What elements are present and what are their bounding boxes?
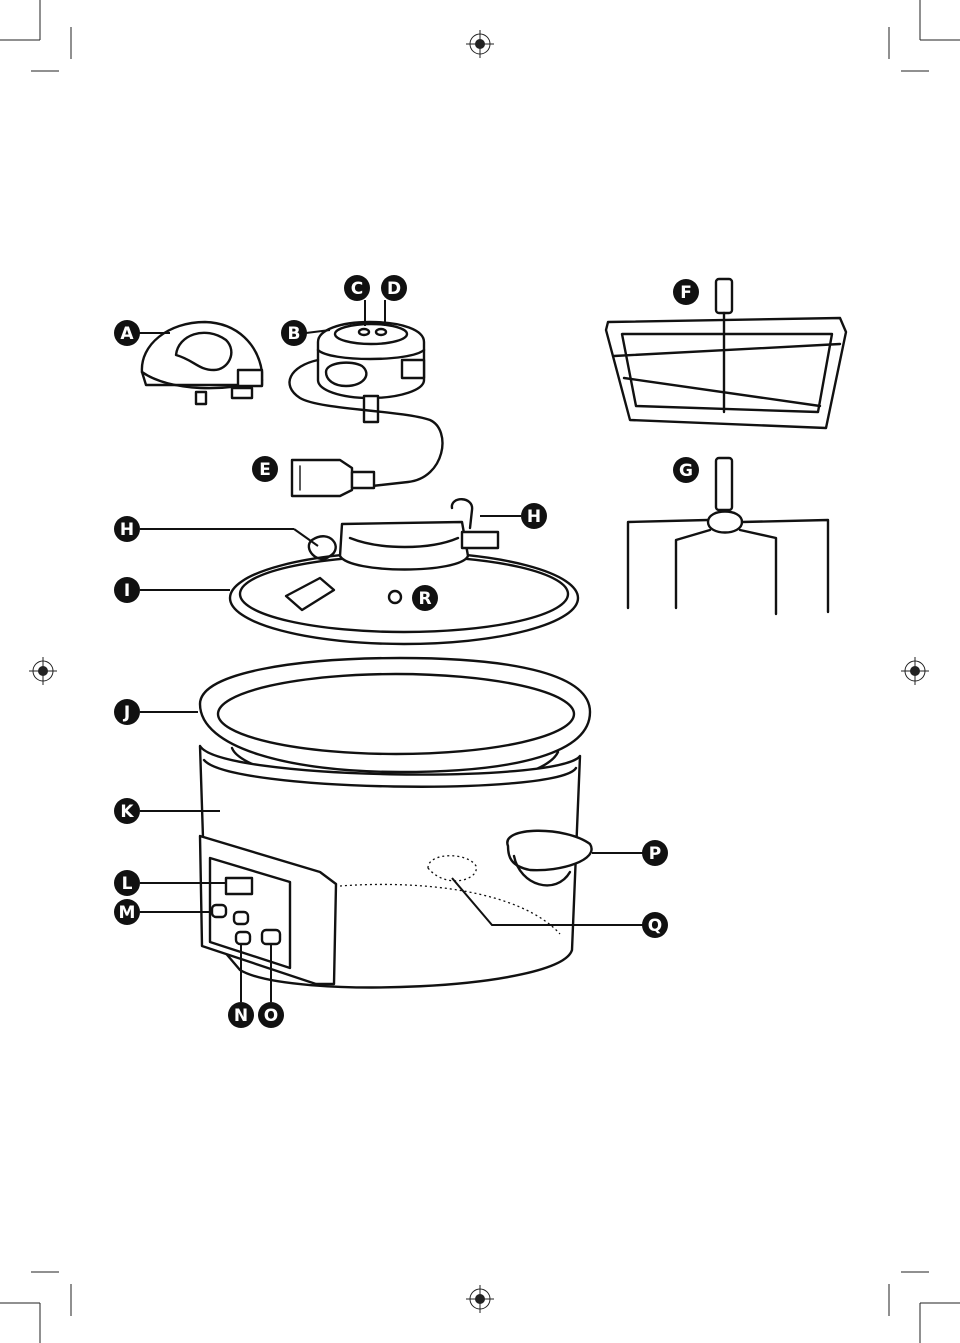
label-r: R — [412, 585, 438, 611]
svg-text:E: E — [259, 460, 271, 480]
registration-mark-bottom — [466, 1285, 494, 1313]
label-e: E — [252, 456, 278, 482]
svg-text:F: F — [680, 283, 692, 303]
cooking-pot-rim-icon — [198, 656, 592, 792]
flat-paddle-stirrer-icon — [604, 277, 848, 430]
registration-mark-left — [29, 657, 57, 685]
leader-lines — [138, 300, 643, 1002]
svg-text:N: N — [234, 1006, 248, 1026]
label-j: J — [114, 699, 140, 725]
svg-text:I: I — [124, 581, 130, 601]
label-k: K — [114, 798, 140, 824]
svg-text:R: R — [418, 589, 431, 609]
label-b: B — [281, 320, 307, 346]
label-l: L — [114, 870, 140, 896]
label-d: D — [381, 275, 407, 301]
label-o: O — [258, 1002, 284, 1028]
svg-text:B: B — [288, 324, 301, 344]
power-plug-icon — [290, 458, 376, 498]
registration-mark-right — [901, 657, 929, 685]
lid-handle-cover-icon — [140, 320, 264, 406]
svg-text:J: J — [123, 703, 130, 723]
label-c: C — [344, 275, 370, 301]
svg-text:P: P — [649, 844, 661, 864]
registration-mark-top — [466, 30, 494, 58]
svg-text:A: A — [120, 324, 134, 344]
svg-text:O: O — [264, 1006, 278, 1026]
fork-stirrer-icon — [626, 456, 830, 616]
svg-text:K: K — [120, 802, 134, 822]
label-h-left: H — [114, 516, 140, 542]
svg-text:M: M — [119, 903, 136, 923]
svg-text:Q: Q — [648, 916, 662, 936]
lid-control-module-icon — [288, 320, 444, 488]
label-a: A — [114, 320, 140, 346]
label-m: M — [114, 899, 140, 925]
svg-text:G: G — [679, 461, 693, 481]
glass-lid-icon — [228, 498, 580, 646]
label-f: F — [673, 279, 699, 305]
label-n: N — [228, 1002, 254, 1028]
side-handle-icon — [506, 829, 593, 887]
label-h-right: H — [521, 503, 547, 529]
svg-text:D: D — [387, 279, 401, 299]
label-g: G — [673, 457, 699, 483]
label-i: I — [114, 577, 140, 603]
svg-text:H: H — [527, 507, 541, 527]
label-p: P — [642, 840, 668, 866]
display-icon — [224, 876, 254, 896]
svg-text:H: H — [120, 520, 134, 540]
svg-text:C: C — [351, 279, 363, 299]
control-panel-icon — [198, 834, 338, 986]
svg-text:L: L — [122, 874, 133, 894]
label-q: Q — [642, 912, 668, 938]
